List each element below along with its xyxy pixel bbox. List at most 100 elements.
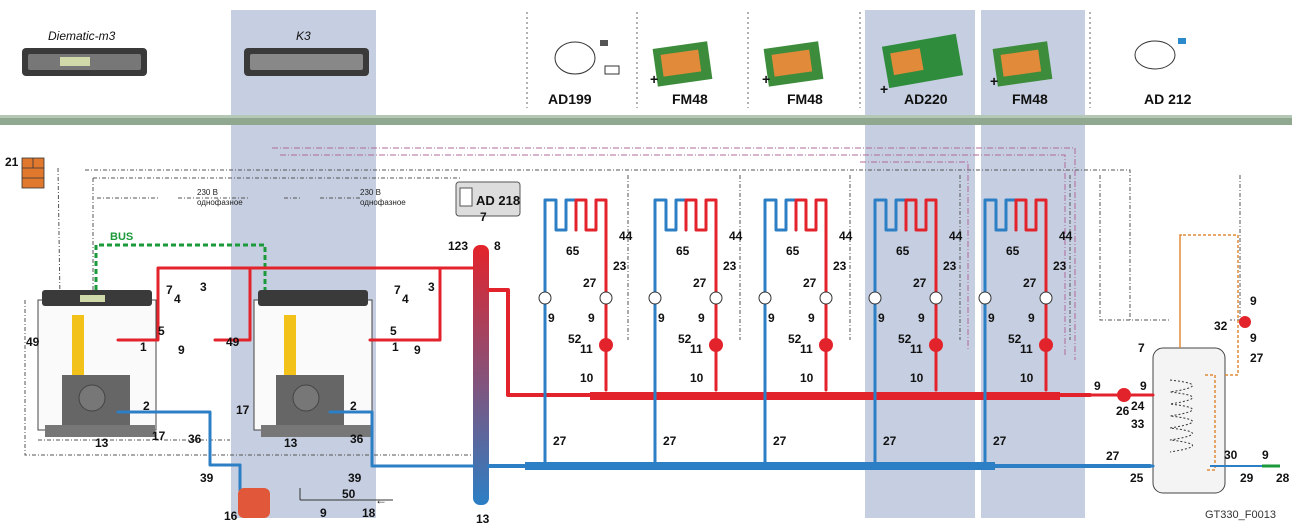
module-fm48-1-label: FM48 xyxy=(672,91,708,107)
label-1-b1: 1 xyxy=(140,340,147,354)
highlight-ad220-zone xyxy=(865,10,975,518)
label-49-b2: 49 xyxy=(226,335,240,349)
label-26: 26 xyxy=(1116,404,1130,418)
label-13-b1: 13 xyxy=(95,436,109,450)
label-50: 50 xyxy=(342,487,356,501)
expansion-vessel-16 xyxy=(238,488,270,518)
controller-diematic-label: Diematic-m3 xyxy=(48,29,116,43)
label-44-c3: 44 xyxy=(839,229,853,243)
label-27b-c5: 27 xyxy=(993,434,1007,448)
label-9-feed: 9 xyxy=(320,506,327,520)
supply-phase-1: однофазное xyxy=(197,198,243,207)
circulation-pump-icon xyxy=(709,338,723,352)
label-52-c3: 52 xyxy=(788,332,802,346)
module-ad199-label: AD199 xyxy=(548,91,592,107)
label-7-b1: 7 xyxy=(166,283,173,297)
label-11-c5: 11 xyxy=(1020,342,1033,356)
label-23-c1: 23 xyxy=(613,259,627,273)
module-ad212: AD 212 xyxy=(1134,38,1192,107)
label-4-b1: 4 xyxy=(174,292,181,306)
module-ad199: AD199 xyxy=(548,40,620,107)
label-1-b2: 1 xyxy=(392,340,399,354)
module-ad220: + AD220 xyxy=(880,33,964,107)
pressure-gauge-icon xyxy=(538,291,552,305)
controller-k3: K3 xyxy=(244,29,369,76)
outdoor-sensor-21: 21 xyxy=(5,155,45,189)
label-23-c5: 23 xyxy=(1053,259,1067,273)
heating-circuits xyxy=(543,198,1048,468)
label-65-c3: 65 xyxy=(786,244,800,258)
label-3-b1: 3 xyxy=(200,280,207,294)
label-36-b1: 36 xyxy=(188,432,202,446)
label-21: 21 xyxy=(5,155,19,169)
module-ad220-label: AD220 xyxy=(904,91,948,107)
label-9a-c1: 9 xyxy=(548,311,555,325)
label-65-c1: 65 xyxy=(566,244,580,258)
label-9-dhw-e: 9 xyxy=(1262,448,1269,462)
label-9b-c4: 9 xyxy=(918,311,925,325)
label-9-b1: 9 xyxy=(178,343,185,357)
label-11-c3: 11 xyxy=(800,342,813,356)
module-fm48-2-label: FM48 xyxy=(787,91,823,107)
label-17-b1: 17 xyxy=(152,429,166,443)
supply-voltage-2: 230 B xyxy=(360,188,381,197)
label-9a-c4: 9 xyxy=(878,311,885,325)
label-52-c1: 52 xyxy=(568,332,582,346)
label-23-c2: 23 xyxy=(723,259,737,273)
label-27-c4: 27 xyxy=(913,276,927,290)
dhw-tank xyxy=(1088,234,1280,494)
supply-phase-2: однофазное xyxy=(360,198,406,207)
label-9a-c5: 9 xyxy=(988,311,995,325)
label-5-b1: 5 xyxy=(158,324,165,338)
label-123: 123 xyxy=(448,239,468,253)
boiler-labels: 49 7 4 3 5 1 9 2 17 13 36 39 16 49 7 4 3… xyxy=(26,210,501,523)
label-2-b1: 2 xyxy=(143,399,150,413)
label-9-dhw-c: 9 xyxy=(1094,379,1101,393)
controller-k3-label: K3 xyxy=(296,29,311,43)
bus-label: BUS xyxy=(110,231,133,243)
sensor-box-ad218: AD 218 xyxy=(455,181,521,217)
label-27-dhw-b: 27 xyxy=(1106,449,1120,463)
circulation-pump-icon xyxy=(1039,338,1053,352)
label-9-dhw-b: 9 xyxy=(1250,331,1257,345)
circuit-1 xyxy=(543,198,608,468)
label-44-c4: 44 xyxy=(949,229,963,243)
label-49-b1: 49 xyxy=(26,335,40,349)
label-7-dhw: 7 xyxy=(1138,341,1145,355)
svg-text:←: ← xyxy=(375,493,387,507)
plus-sign: + xyxy=(762,71,770,87)
module-ad212-label: AD 212 xyxy=(1144,91,1192,107)
circulation-pump-icon xyxy=(1239,316,1251,328)
circulation-pump-icon xyxy=(819,338,833,352)
label-7-b2: 7 xyxy=(394,283,401,297)
label-27-c1: 27 xyxy=(583,276,597,290)
circulation-pump-icon xyxy=(929,338,943,352)
label-4-b2: 4 xyxy=(402,292,409,306)
label-29: 29 xyxy=(1240,471,1254,485)
pressure-gauge-icon xyxy=(929,291,943,305)
label-13-header: 13 xyxy=(476,512,490,523)
circuit-3 xyxy=(763,198,828,468)
pressure-gauge-icon xyxy=(978,291,992,305)
label-27-c2: 27 xyxy=(693,276,707,290)
label-9b-c3: 9 xyxy=(808,311,815,325)
dhw-labels: 9 32 9 27 7 9 26 9 24 33 27 25 30 9 29 2… xyxy=(1094,294,1290,485)
label-9b-c5: 9 xyxy=(1028,311,1035,325)
label-23-c3: 23 xyxy=(833,259,847,273)
label-27-dhw: 27 xyxy=(1250,351,1264,365)
label-13-b2: 13 xyxy=(284,436,298,450)
circuit-4 xyxy=(873,198,938,468)
label-5-b2: 5 xyxy=(390,324,397,338)
label-27b-c2: 27 xyxy=(663,434,677,448)
circuit-labels: 65 44 23 27 9 9 52 11 10 27 65 44 23 27 … xyxy=(548,229,1073,448)
label-9-dhw-d: 9 xyxy=(1140,379,1147,393)
label-36-b2: 36 xyxy=(350,432,364,446)
label-9b-c1: 9 xyxy=(588,311,595,325)
pressure-gauge-icon xyxy=(648,291,662,305)
pressure-gauge-icon xyxy=(819,291,833,305)
plus-sign: + xyxy=(880,81,888,97)
pressure-gauge-icon xyxy=(868,291,882,305)
circulation-pump-icon xyxy=(1117,388,1131,402)
highlight-fm48-zone xyxy=(981,10,1085,518)
